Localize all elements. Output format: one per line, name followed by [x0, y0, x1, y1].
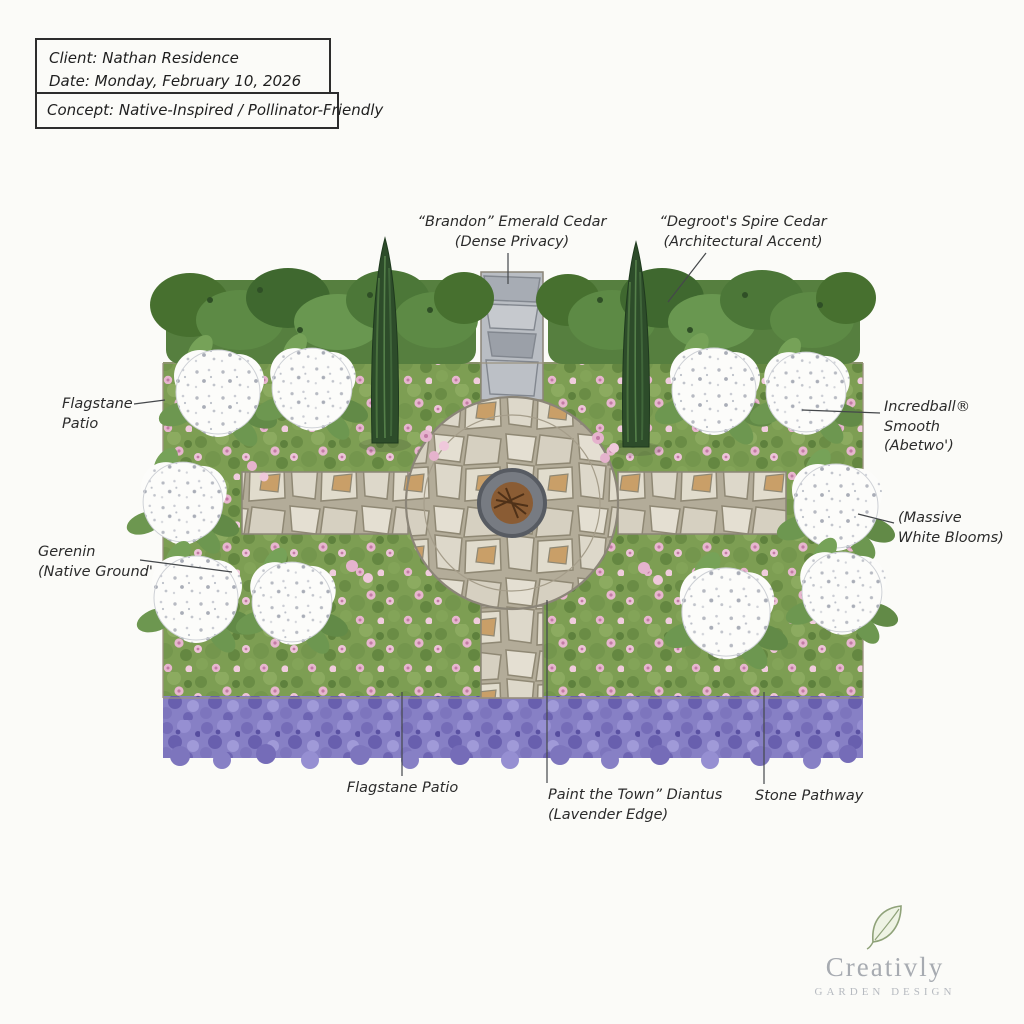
- lavender-border: [163, 696, 863, 769]
- date-line: Date: Monday, February 10, 2026: [49, 71, 302, 90]
- label-line: (Abetwo'): [884, 438, 954, 455]
- label-brandon-cedar: “Brandon” Emerald Cedar (Dense Privacy): [402, 213, 622, 252]
- concept-box: Concept: Native-Inspired / Pollinator-Fr…: [35, 92, 384, 129]
- label-line: Flagstane Patio: [346, 780, 459, 796]
- label-line: (Native Ground': [38, 563, 153, 580]
- logo-subtitle: Garden Design: [814, 986, 956, 998]
- leader-lines: [133, 252, 895, 784]
- label-stone-pathway: Stone Pathway: [755, 787, 863, 807]
- pink-flower-cluster: [247, 430, 663, 585]
- leaf-icon: [866, 905, 902, 950]
- label-degroot-cedar: “Degroot's Spire Cedar (Architectural Ac…: [652, 213, 834, 252]
- label-line: Incredball®: [884, 399, 971, 415]
- label-line: Smooth: [884, 418, 940, 435]
- client-line: Client: Nathan Residence: [49, 49, 239, 67]
- label-dianthus: Paint the Town” Diantus (Lavender Edge): [548, 786, 722, 825]
- flagstone-arm-right: [617, 471, 787, 535]
- logo-name: Creativly: [825, 952, 945, 982]
- label-line: (Dense Privacy): [454, 233, 570, 250]
- fire-pit: [477, 468, 547, 538]
- label-line: Gerenin: [38, 544, 96, 560]
- label-flagstone-patio-bottom: Flagstane Patio: [330, 779, 475, 799]
- flagstone-walk-bottom: [480, 605, 544, 699]
- label-line: Flagstane: [62, 396, 133, 412]
- top-hedge-left: [150, 268, 494, 364]
- label-line: “Degroot's Spire Cedar: [659, 214, 827, 230]
- label-line: “Brandon” Emerald Cedar: [417, 214, 607, 230]
- label-geranium-groundcover: Gerenin (Native Ground': [38, 543, 153, 582]
- flagstone-arm-left: [241, 471, 409, 535]
- label-line: (Architectural Accent): [663, 233, 823, 250]
- label-line: White Blooms): [898, 529, 1004, 546]
- label-incrediball-hydrangea: Incredball® Smooth (Abetwo'): [884, 398, 970, 457]
- concept-line: Concept: Native-Inspired / Pollinator-Fr…: [47, 101, 384, 119]
- brand-logo: Creativly Garden Design: [790, 902, 980, 998]
- label-line: Patio: [62, 415, 99, 432]
- label-line: (Massive: [898, 510, 962, 526]
- label-line: Paint the Town” Diantus: [548, 787, 723, 803]
- label-flagstone-patio-left: Flagstane Patio: [62, 395, 133, 434]
- label-line: (Lavender Edge): [548, 806, 669, 823]
- label-line: Stone Pathway: [755, 788, 864, 804]
- label-massive-white-blooms: (Massive White Blooms): [898, 509, 1004, 548]
